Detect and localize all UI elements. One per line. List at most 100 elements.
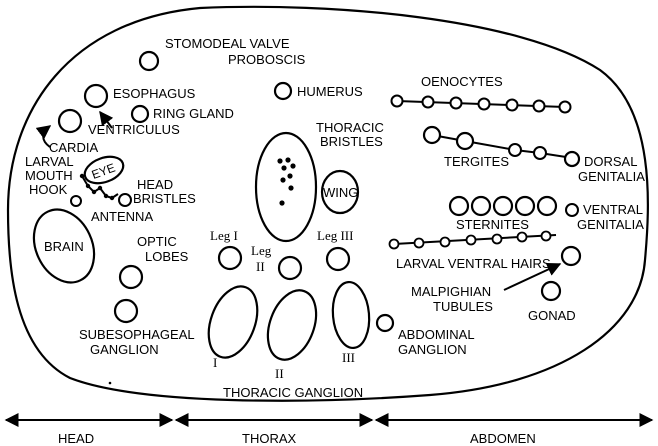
leg-2-disc (279, 257, 301, 279)
malpighian-label-1: MALPIGHIAN (411, 284, 491, 299)
ventral-hair (390, 240, 399, 249)
leg-1-label: Leg I (210, 228, 238, 243)
oenocytes-label: OENOCYTES (421, 74, 503, 89)
ganglion-i-label: I (213, 355, 217, 370)
malpighian-disc (562, 247, 580, 265)
tergite (424, 127, 440, 143)
ventral-hair (493, 235, 502, 244)
tergite (457, 133, 473, 149)
ventral-hair (441, 238, 450, 247)
thoracic-ganglion-1 (200, 280, 267, 365)
bristle-dot (86, 184, 90, 188)
ventral-hair (542, 232, 551, 241)
bristle-dot (285, 157, 290, 162)
ganglion-iii-label: III (342, 350, 355, 365)
proboscis-label: PROBOSCIS (228, 52, 306, 67)
bristle-dot (98, 186, 102, 190)
subesophageal-label-2: GANGLION (90, 342, 159, 357)
leg-2-label-a: Leg (251, 243, 272, 258)
tergite (534, 147, 546, 159)
abdominal-ganglion-label-1: ABDOMINAL (398, 327, 475, 342)
mouth-hook-label-3: HOOK (29, 182, 68, 197)
optic-lobe-2 (115, 300, 137, 322)
thoracic-ganglion-label: THORACIC GANGLION (223, 385, 363, 400)
optic-lobes-label-1: OPTIC (137, 234, 177, 249)
ventral-genitalia-label-2: GENITALIA (577, 217, 644, 232)
sternite (450, 197, 468, 215)
tergites-label: TERGITES (444, 154, 509, 169)
bristle-dot (92, 190, 96, 194)
ventral-hair (415, 239, 424, 248)
sternite (472, 197, 490, 215)
cardia-disc (59, 110, 81, 132)
ring-gland-label: RING GLAND (153, 106, 234, 121)
oenocyte (423, 97, 434, 108)
optic-lobes-label-2: LOBES (145, 249, 189, 264)
thorax-region-label: THORAX (242, 431, 297, 446)
thoracic-ganglion-3 (330, 281, 372, 350)
dorsal-genitalia-disc (565, 152, 579, 166)
head-bristles-label-1: HEAD (137, 177, 173, 192)
leg-1-disc (219, 247, 241, 269)
sternite (494, 197, 512, 215)
dorsal-genitalia-label-1: DORSAL (584, 154, 637, 169)
thoracic-ganglion-2 (259, 284, 325, 367)
ventral-hairs-label: LARVAL VENTRAL HAIRS (396, 256, 551, 271)
sternites-label: STERNITES (456, 217, 529, 232)
mouth-hook-label-1: LARVAL (25, 154, 74, 169)
notum-disc (256, 133, 316, 241)
ventral-genitalia-label-1: VENTRAL (583, 202, 643, 217)
ganglion-ii-label: II (275, 366, 284, 381)
thoracic-bristles-label-2: BRISTLES (320, 134, 383, 149)
ventral-hair (467, 236, 476, 245)
sternite (516, 197, 534, 215)
wing-label: WING (323, 185, 358, 200)
bristle-dot (287, 173, 292, 178)
humerus-label: HUMERUS (297, 84, 363, 99)
ventriculus-label: VENTRICULUS (88, 122, 180, 137)
leg-2-label-b: II (256, 259, 265, 274)
head-region-label: HEAD (58, 431, 94, 446)
humerus-disc (275, 83, 291, 99)
abdominal-ganglion-disc (377, 315, 393, 331)
mouth-hook-label-2: MOUTH (25, 168, 73, 183)
cardia-label: CARDIA (49, 140, 98, 155)
antenna-label: ANTENNA (91, 209, 153, 224)
oenocyte (479, 99, 490, 110)
malpighian-label-2: TUBULES (433, 299, 493, 314)
head-bristles-label-2: BRISTLES (133, 191, 196, 206)
oenocyte (560, 102, 571, 113)
abdominal-ganglion-label-2: GANGLION (398, 342, 467, 357)
bristle-dot (80, 174, 84, 178)
tergite (509, 144, 521, 156)
oenocyte (392, 96, 403, 107)
sternite (538, 197, 556, 215)
subesophageal-label-1: SUBESOPHAGEAL (79, 327, 195, 342)
bristle-dot (281, 165, 286, 170)
mouth-hook-disc (71, 196, 81, 206)
brain-label: BRAIN (44, 239, 84, 254)
ring-gland-disc (132, 106, 148, 122)
bristle-dot (277, 158, 282, 163)
esophagus-label: ESOPHAGUS (113, 86, 196, 101)
oenocyte (534, 101, 545, 112)
oenocyte (507, 100, 518, 111)
bristle-dot (280, 177, 285, 182)
leg-3-label: Leg III (317, 228, 353, 243)
bristle-dot (288, 185, 293, 190)
optic-lobe-1 (120, 266, 142, 288)
gonad-label: GONAD (528, 308, 576, 323)
bristle-dot (290, 163, 295, 168)
dorsal-genitalia-label-2: GENITALIA (578, 169, 645, 184)
ventral-genitalia-disc (566, 204, 578, 216)
esophagus-disc (85, 85, 107, 107)
thoracic-bristles-label-1: THORACIC (316, 120, 384, 135)
stomodeal-valve-label: STOMODEAL VALVE (165, 36, 290, 51)
leg-3-disc (327, 248, 349, 270)
antenna-disc (119, 194, 131, 206)
oenocyte (451, 98, 462, 109)
stray-dot (109, 382, 112, 385)
bristle-dot (110, 196, 114, 200)
bristle-dot (104, 194, 108, 198)
